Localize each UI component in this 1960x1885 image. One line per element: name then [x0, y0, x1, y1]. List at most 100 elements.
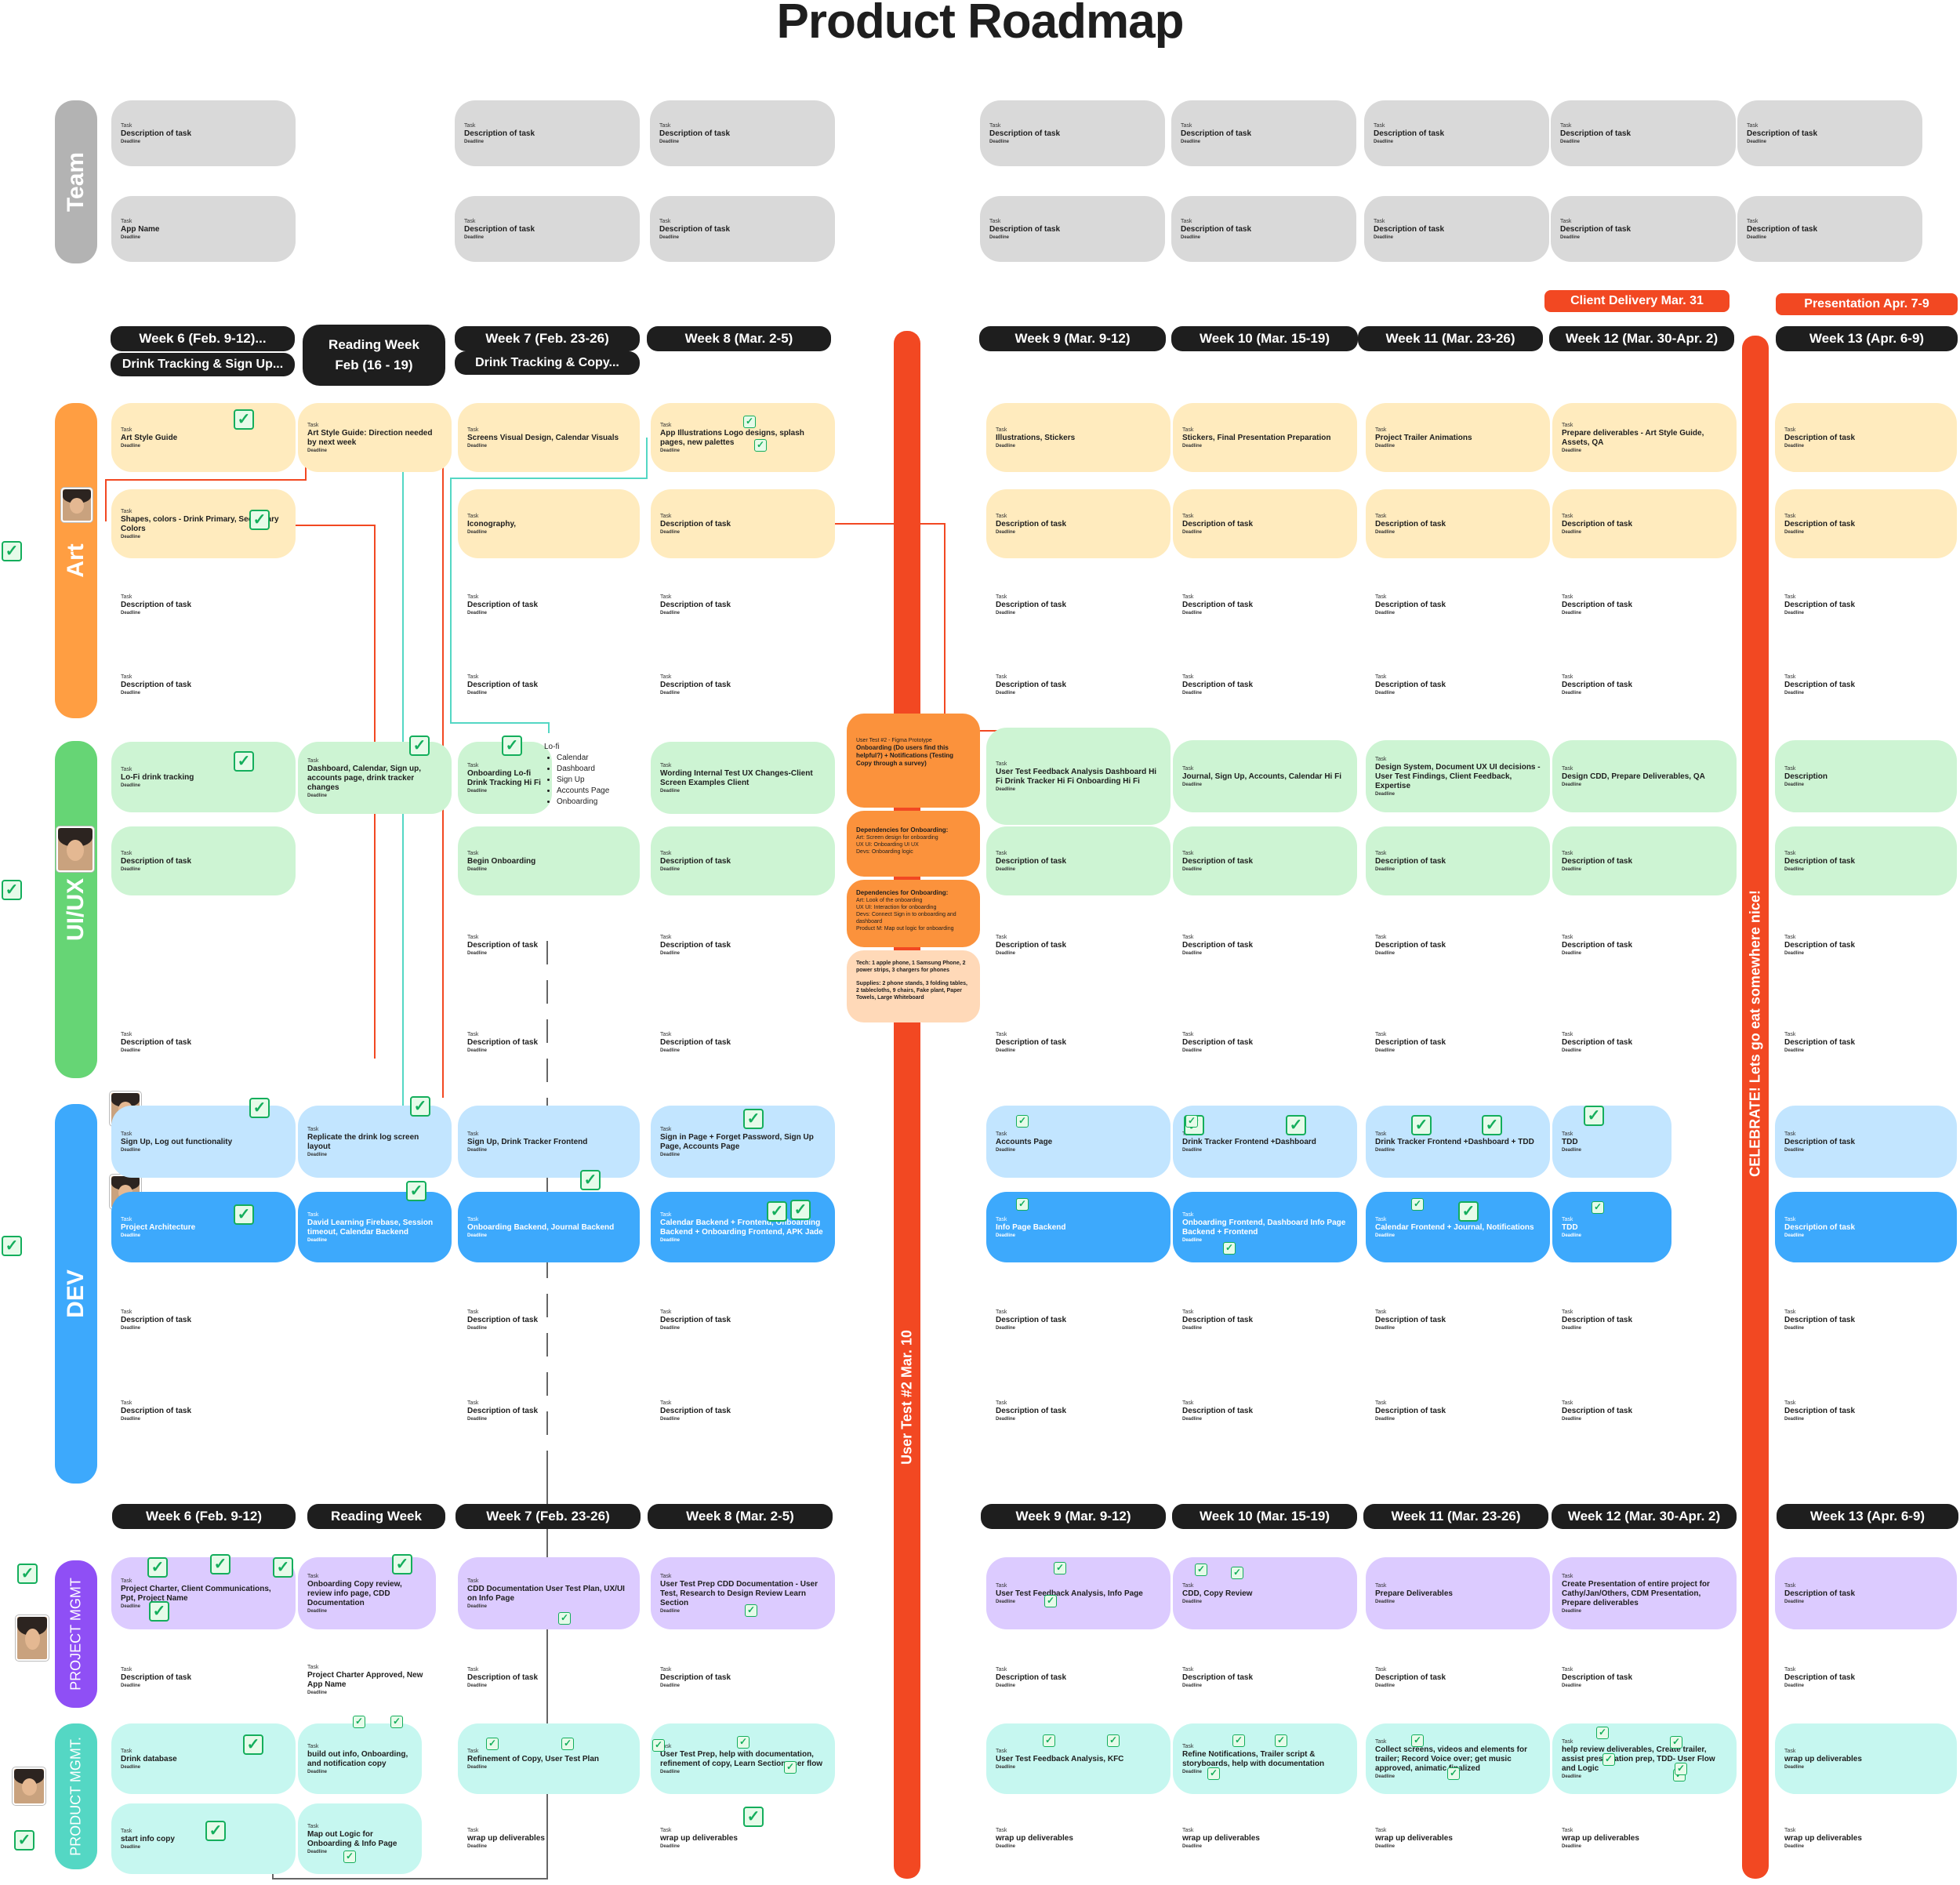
- check-icon[interactable]: ✓: [249, 1098, 270, 1118]
- check-icon[interactable]: ✓: [149, 1601, 169, 1622]
- check-icon[interactable]: ✓: [580, 1170, 601, 1190]
- check-icon[interactable]: ✓: [1286, 1115, 1306, 1135]
- check-icon[interactable]: ✓: [767, 1201, 787, 1222]
- check-icon[interactable]: ✓: [486, 1738, 499, 1750]
- check-icon[interactable]: ✓: [17, 1564, 38, 1584]
- check-icon[interactable]: ✓: [1482, 1115, 1502, 1135]
- check-icon[interactable]: ✓: [1185, 1115, 1198, 1128]
- check-icon[interactable]: ✓: [1275, 1734, 1287, 1747]
- check-icon[interactable]: ✓: [1675, 1763, 1687, 1775]
- check-icon[interactable]: ✓: [1223, 1242, 1236, 1255]
- check-icon[interactable]: ✓: [410, 1096, 430, 1117]
- check-icon[interactable]: ✓: [1411, 1198, 1424, 1211]
- check-icon[interactable]: ✓: [409, 735, 430, 756]
- check-icon[interactable]: ✓: [1584, 1106, 1604, 1126]
- check-icon[interactable]: ✓: [147, 1557, 168, 1578]
- check-icon[interactable]: ✓: [1411, 1734, 1424, 1747]
- check-icon[interactable]: ✓: [502, 735, 522, 756]
- check-icon[interactable]: ✓: [2, 880, 22, 900]
- check-icon[interactable]: ✓: [243, 1734, 263, 1755]
- check-icon[interactable]: ✓: [353, 1716, 365, 1728]
- check-icon[interactable]: ✓: [754, 439, 767, 452]
- check-icon[interactable]: ✓: [14, 1830, 34, 1850]
- check-icon[interactable]: ✓: [1207, 1767, 1220, 1780]
- check-icon[interactable]: ✓: [343, 1850, 356, 1863]
- check-icon[interactable]: ✓: [1447, 1767, 1460, 1780]
- check-icon[interactable]: ✓: [392, 1554, 412, 1574]
- check-icon[interactable]: ✓: [205, 1821, 226, 1841]
- check-icon[interactable]: ✓: [561, 1738, 574, 1750]
- check-icon[interactable]: ✓: [2, 1236, 22, 1256]
- check-icon[interactable]: ✓: [1107, 1734, 1120, 1747]
